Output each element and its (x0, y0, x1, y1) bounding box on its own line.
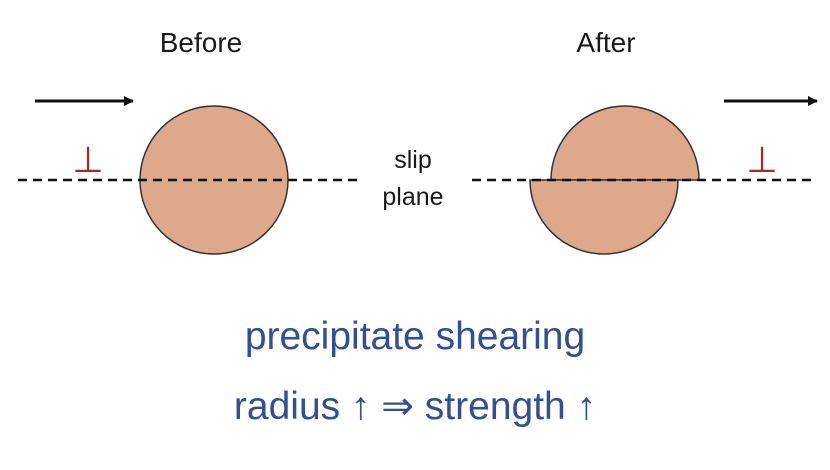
after-label: After (576, 27, 635, 58)
precipitate-shearing-diagram: Before After ⊥ ⊥ slip plane (18, 27, 818, 255)
after-dislocation-symbol: ⊥ (746, 140, 777, 181)
after-precipitate-bottom-half (529, 179, 679, 255)
caption-relation: radius ↑ ⇒ strength ↑ (233, 385, 597, 428)
before-dislocation-symbol: ⊥ (72, 140, 103, 181)
after-precipitate-top-half (550, 105, 700, 181)
slip-label-line1: slip (394, 146, 432, 174)
before-label: Before (160, 27, 243, 58)
slip-label-line2: plane (382, 183, 443, 211)
caption-title: precipitate shearing (244, 315, 586, 358)
